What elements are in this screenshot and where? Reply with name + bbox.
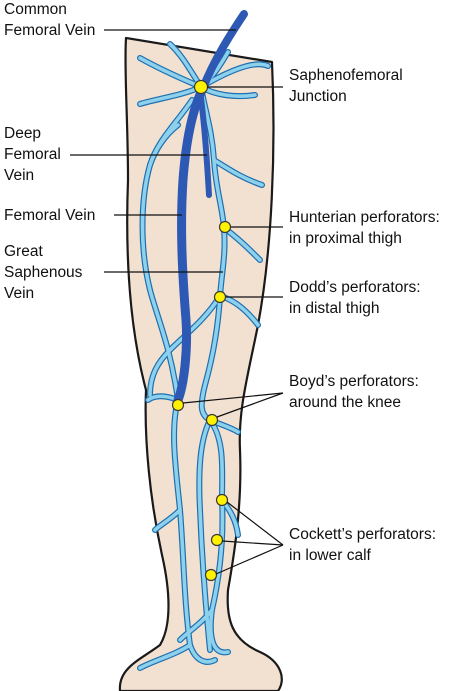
leg-outline <box>118 36 283 691</box>
leader-cocketts-3 <box>215 544 284 575</box>
label-saphenofemoral-junction: Saphenofemoral Junction <box>289 67 407 105</box>
saphenofemoral-junction-marker <box>193 79 209 95</box>
label-cocketts-perforators: Cockett’s perforators: in lower calf <box>289 526 440 564</box>
boyds-perforator-marker-2 <box>205 413 219 427</box>
boyds-perforator-marker-1 <box>171 398 185 412</box>
hunterian-perforator-marker <box>218 220 232 234</box>
label-deep-femoral-vein: Deep Femoral Vein <box>4 125 65 184</box>
cocketts-perforator-marker-3 <box>204 568 218 582</box>
femoral-vein-trunk <box>173 83 208 405</box>
label-dodds-perforators: Dodd’s perforators: in distal thigh <box>289 279 425 317</box>
cocketts-perforator-marker-1 <box>215 493 229 507</box>
leader-boyds-1 <box>182 392 284 404</box>
leader-cocketts-2 <box>221 540 284 546</box>
deep-veins <box>173 10 248 405</box>
label-femoral-vein: Femoral Vein <box>4 207 95 224</box>
leader-lines <box>70 29 284 575</box>
leader-cocketts-1 <box>226 501 284 546</box>
perforator-markers <box>171 79 232 582</box>
label-boyds-perforators: Boyd’s perforators: around the knee <box>289 373 423 411</box>
deep-femoral-vein-trunk <box>198 95 212 198</box>
common-femoral-vein-trunk <box>199 10 248 92</box>
label-hunterian-perforators: Hunterian perforators: in proximal thigh <box>289 209 444 247</box>
cocketts-perforator-marker-2 <box>210 533 224 547</box>
dodds-perforator-marker <box>213 290 227 304</box>
label-great-saphenous-vein: Great Saphenous Vein <box>4 243 87 302</box>
leader-boyds-2 <box>216 392 284 418</box>
label-common-femoral-vein: Common Femoral Vein <box>4 1 95 39</box>
